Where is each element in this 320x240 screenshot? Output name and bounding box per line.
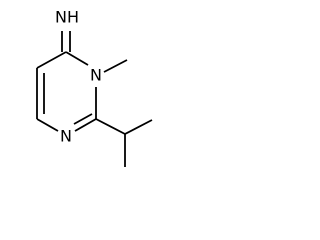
ring-n1-label: N bbox=[90, 66, 102, 85]
bond-c4-c5 bbox=[36, 51, 67, 69]
bond-c2-ch bbox=[95, 118, 126, 135]
bond-ch-ch3-right bbox=[124, 119, 153, 135]
bond-n3-c2 bbox=[74, 118, 97, 132]
bond-c6-n3 bbox=[36, 118, 59, 132]
molecule-structure: NH N N bbox=[36, 8, 153, 167]
bond-c4-n1 bbox=[65, 51, 89, 66]
imine-nh-label: NH bbox=[55, 8, 79, 27]
ring-n3-label: N bbox=[60, 127, 72, 146]
bond-n3-c2-inner bbox=[73, 113, 93, 125]
bond-n1-methyl bbox=[103, 59, 128, 73]
